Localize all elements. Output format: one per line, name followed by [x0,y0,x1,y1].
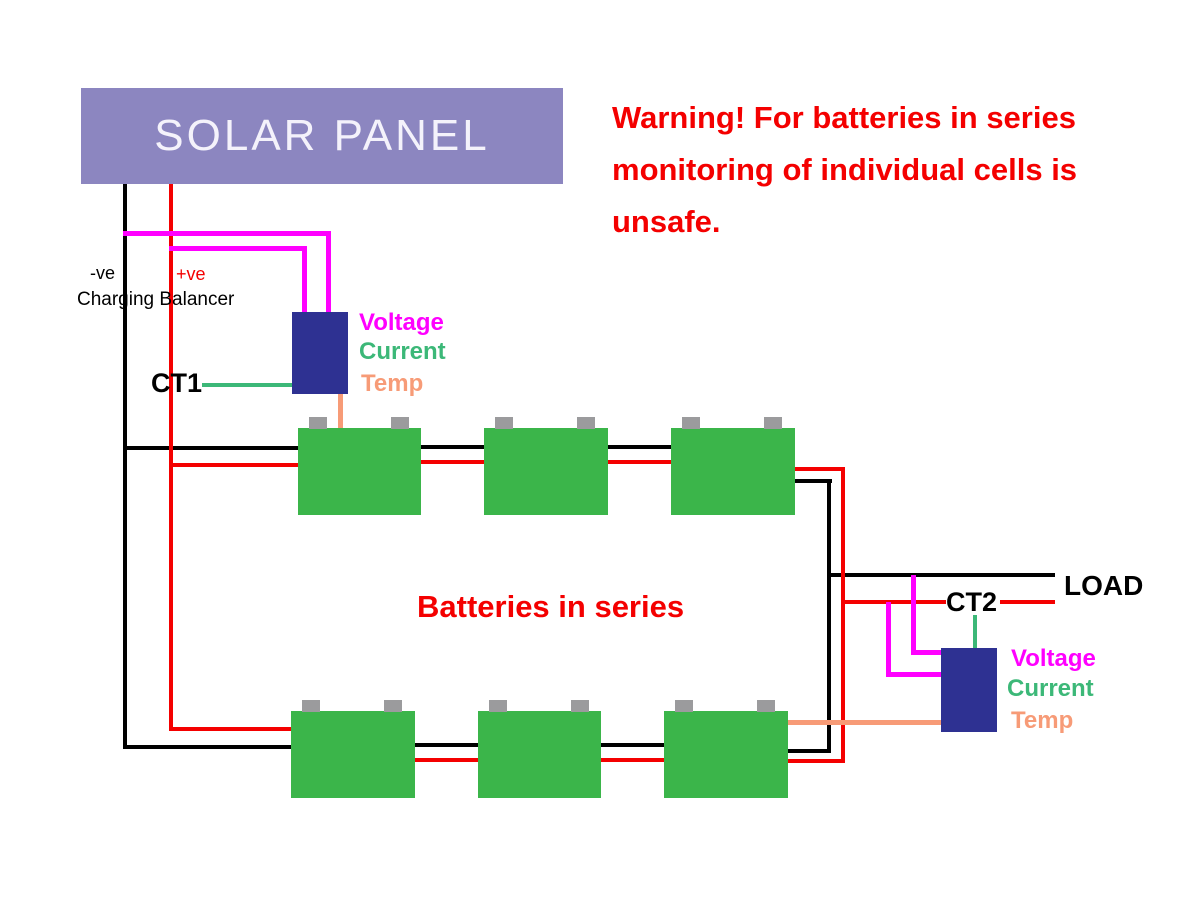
warning-text: Warning! For batteries in series monitor… [612,92,1077,248]
wire-top-row-link1-black [419,445,486,449]
wire-ct2-current [973,615,977,649]
wire-negative-to-top-row [123,446,300,450]
wire-bottom-row-link1-black [413,743,480,747]
wire-top-row-link2-black [606,445,673,449]
wire-ct1-current [202,383,293,387]
ct1-temp-label: Temp [361,370,424,397]
ct1-current-label: Current [359,338,446,365]
negative-terminal-label: -ve [90,263,116,283]
battery-terminal [391,417,409,429]
ct2-current-label: Current [1007,675,1094,702]
wire-bottom-b3-right-black [786,749,831,753]
wire-top-b3-right-black [793,479,832,483]
wire-top-row-link1-red [419,460,486,464]
ct1-label: CT1 [151,368,203,398]
warning-line-1: Warning! For batteries in series [612,100,1076,135]
battery-terminal [384,700,402,712]
wire-load-black [827,573,1055,577]
battery-terminal [495,417,513,429]
solar-panel-label: SOLAR PANEL [154,111,490,160]
battery-top-1 [298,417,421,515]
solar-panel-block: SOLAR PANEL [81,88,563,184]
battery-terminal [302,700,320,712]
wire-bottom-row-link2-black [599,743,666,747]
ct2-sensor-box [941,648,997,732]
wire-right-vertical-black [827,479,831,753]
wire-ct2-voltage-a-horizontal [911,650,942,655]
load-label: LOAD [1064,570,1144,601]
positive-terminal-label: +ve [176,264,206,284]
battery-top-3 [671,417,795,515]
wire-bottom-b3-right-red [786,759,845,763]
battery-terminal [757,700,775,712]
battery-bottom-2 [478,700,601,798]
ct2-temp-label: Temp [1011,707,1074,734]
battery-terminal [682,417,700,429]
wire-ct1-voltage-b-vertical [302,246,307,314]
battery-top-2 [484,417,608,515]
batteries-in-series-caption: Batteries in series [417,589,685,624]
ct1-sensor-box [292,312,348,394]
battery-bottom-3 [664,700,788,798]
wire-ct2-red-right [1000,600,1055,604]
wire-top-row-link2-red [606,460,673,464]
battery-terminal [309,417,327,429]
wire-top-b3-right-red [793,467,845,471]
ct2-label: CT2 [946,587,998,617]
wire-bottom-row-link1-red [413,758,480,762]
ct2-voltage-label: Voltage [1011,645,1096,672]
wire-ct1-temp [338,393,343,430]
battery-terminal [571,700,589,712]
wire-ct2-voltage-b-vertical [886,602,891,677]
wire-bottom-row-link2-red [599,758,666,762]
warning-line-2: monitoring of individual cells is [612,152,1078,187]
battery-terminal [764,417,782,429]
wire-negative-to-bottom-row [123,745,293,749]
wire-ct2-voltage-a-vertical [911,575,916,655]
wire-positive-left-vertical [169,184,173,731]
wire-positive-to-bottom-row [169,727,293,731]
wire-ct1-voltage-b-horizontal [169,246,307,251]
battery-terminal [675,700,693,712]
wire-ct1-voltage-a-vertical [326,231,331,314]
battery-bottom-1 [291,700,415,798]
wire-positive-to-top-row [169,463,300,467]
wire-ct1-voltage-a-horizontal [123,231,331,236]
battery-terminal [577,417,595,429]
ct1-voltage-label: Voltage [359,309,444,336]
wire-negative-left-vertical [123,184,127,749]
battery-terminal [489,700,507,712]
wire-ct2-voltage-b-horizontal [886,672,942,677]
wire-ct2-temp [786,720,942,725]
charging-balancer-label: Charging Balancer [77,289,235,310]
warning-line-3: unsafe. [612,204,721,239]
wire-right-vertical-red [841,467,845,763]
wire-ct2-red-left [841,600,946,604]
